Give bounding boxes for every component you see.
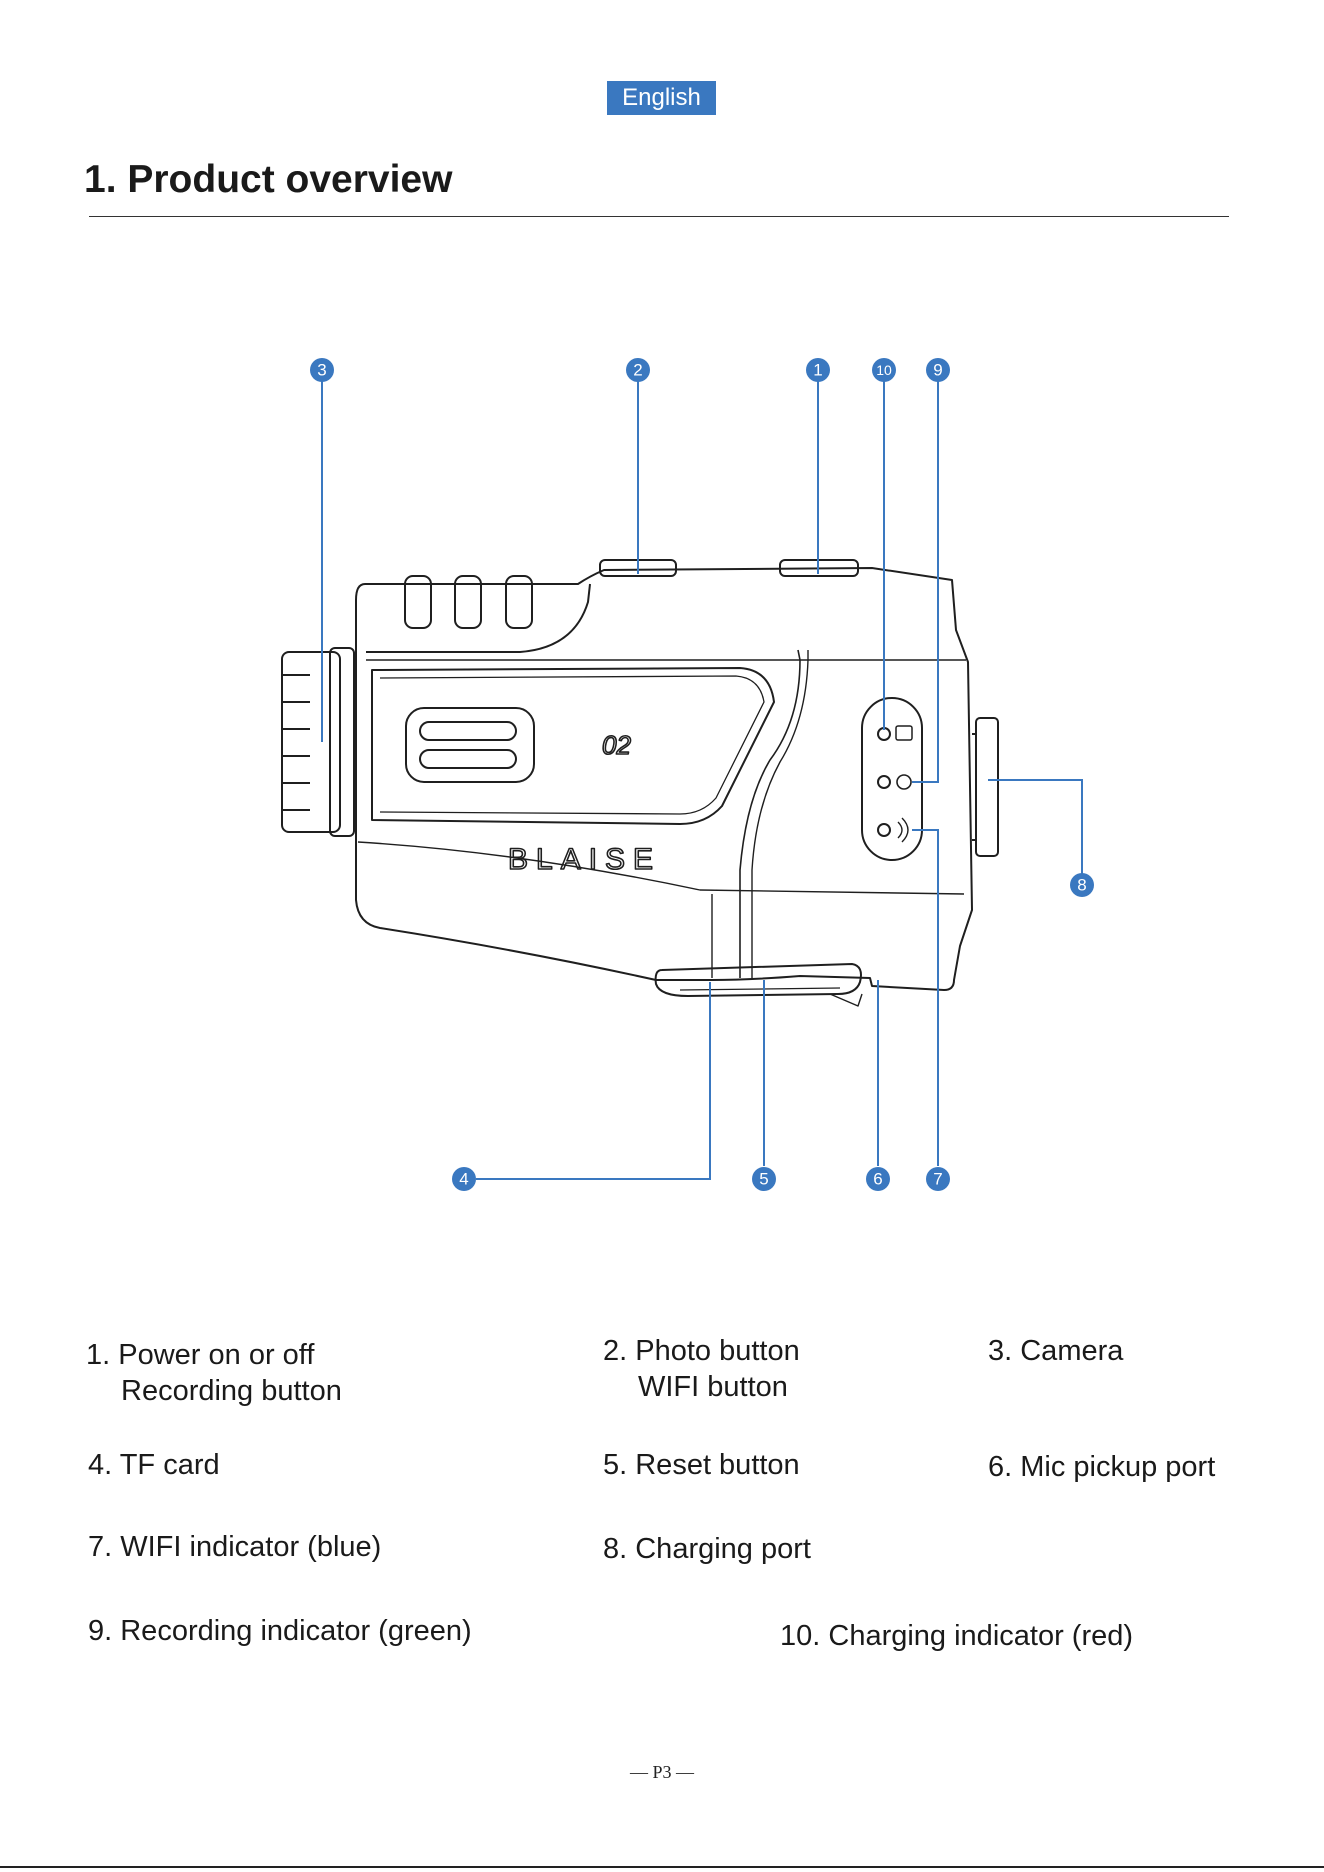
indicator-panel xyxy=(862,698,922,860)
svg-text:6: 6 xyxy=(873,1170,882,1189)
leader-line-8 xyxy=(988,780,1082,875)
page-number: — P3 — xyxy=(0,1762,1324,1783)
leader-lines-lower xyxy=(764,980,938,1166)
product-diagram: BLAISE 02 3 2 1 10 9 8 4 5 6 7 xyxy=(0,330,1324,1230)
legend-item-1-line2: Recording button xyxy=(86,1373,342,1409)
callout-9: 9 xyxy=(926,358,950,382)
svg-text:10: 10 xyxy=(876,362,892,378)
bottom-divider xyxy=(0,1866,1324,1868)
wifi-indicator-icon xyxy=(898,818,908,842)
legend-item-6: 6. Mic pickup port xyxy=(988,1449,1215,1485)
legend-item-8: 8. Charging port xyxy=(603,1531,811,1567)
leader-line-7 xyxy=(912,830,938,980)
title-divider xyxy=(89,216,1229,217)
model-label: 02 xyxy=(602,730,631,760)
legend-item-4: 4. TF card xyxy=(88,1447,220,1483)
recording-indicator-icon xyxy=(897,775,911,789)
callout-4: 4 xyxy=(452,1167,476,1191)
wifi-indicator-led xyxy=(878,824,890,836)
leader-lines xyxy=(322,372,1082,1179)
svg-text:4: 4 xyxy=(459,1170,468,1189)
callout-7: 7 xyxy=(926,1167,950,1191)
legend-item-2: 2. Photo button WIFI button xyxy=(603,1333,800,1405)
svg-text:1: 1 xyxy=(813,361,822,380)
legend-item-2-line1: 2. Photo button xyxy=(603,1335,800,1367)
legend-item-7: 7. WIFI indicator (blue) xyxy=(88,1529,381,1565)
callout-1: 1 xyxy=(806,358,830,382)
brand-logo: BLAISE xyxy=(508,843,661,876)
charging-port xyxy=(976,718,998,856)
camera-lens xyxy=(282,648,354,836)
callout-5: 5 xyxy=(752,1167,776,1191)
section-title: 1. Product overview xyxy=(84,158,452,202)
charging-indicator-icon xyxy=(896,726,912,740)
svg-text:9: 9 xyxy=(933,361,942,380)
legend-item-1-line1: 1. Power on or off xyxy=(86,1339,314,1371)
logo-plate xyxy=(406,708,534,782)
callout-6: 6 xyxy=(866,1167,890,1191)
leader-line-4 xyxy=(476,982,710,1179)
language-badge: English xyxy=(607,81,716,115)
legend-item-1: 1. Power on or off Recording button xyxy=(86,1337,342,1409)
svg-text:8: 8 xyxy=(1077,876,1086,895)
legend-item-3: 3. Camera xyxy=(988,1333,1123,1369)
legend-item-2-line2: WIFI button xyxy=(603,1369,800,1405)
callout-2: 2 xyxy=(626,358,650,382)
legend-item-10: 10. Charging indicator (red) xyxy=(780,1618,1133,1654)
svg-text:7: 7 xyxy=(933,1170,942,1189)
legend-item-5: 5. Reset button xyxy=(603,1447,800,1483)
svg-text:3: 3 xyxy=(317,361,326,380)
device-illustration: BLAISE 02 xyxy=(282,560,998,1006)
callout-3: 3 xyxy=(310,358,334,382)
recording-indicator-led xyxy=(878,776,890,788)
legend-item-9: 9. Recording indicator (green) xyxy=(88,1613,472,1649)
svg-text:5: 5 xyxy=(759,1170,768,1189)
callout-8: 8 xyxy=(1070,873,1094,897)
svg-text:2: 2 xyxy=(633,361,642,380)
callout-10: 10 xyxy=(872,358,896,382)
